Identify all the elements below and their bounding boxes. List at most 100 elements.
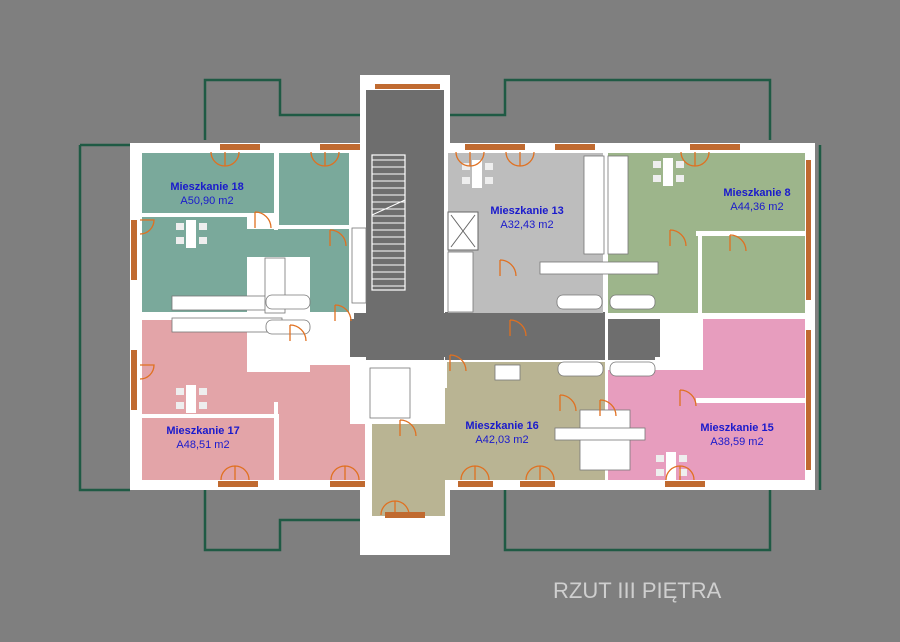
counter <box>447 251 474 313</box>
staircase <box>371 154 406 291</box>
apartment-area: A38,59 m2 <box>710 436 763 448</box>
door-swing <box>665 465 695 481</box>
apartment-label-17: Mieszkanie 17 A48,51 m2 <box>166 425 239 451</box>
chair <box>176 402 184 409</box>
windows <box>131 84 811 518</box>
door-swing <box>509 319 527 337</box>
stair-break-line <box>371 199 406 216</box>
bathtub <box>265 319 311 335</box>
bathtub <box>557 361 604 377</box>
apartment-area: A42,03 m2 <box>475 434 528 446</box>
window <box>320 144 360 150</box>
chair <box>199 237 207 244</box>
window <box>465 144 525 150</box>
apartment-label-13: Mieszkanie 13 A32,43 m2 <box>490 205 563 231</box>
door-swing <box>254 211 272 229</box>
bathtub <box>556 294 603 310</box>
window <box>806 160 811 300</box>
counter <box>554 427 646 441</box>
apartment-label-15: Mieszkanie 15 A38,59 m2 <box>700 422 773 448</box>
counter <box>583 155 605 255</box>
apartment-15 <box>608 318 805 480</box>
door-swing <box>460 465 490 481</box>
chair <box>679 469 687 476</box>
door-swing <box>449 354 467 372</box>
counter <box>351 227 367 304</box>
door-swing <box>525 465 555 481</box>
drawing-title: RZUT III PIĘTRA <box>553 578 722 603</box>
apartment-label-16: Mieszkanie 16 A42,03 m2 <box>465 420 538 446</box>
door-swing <box>220 465 250 481</box>
chair <box>462 163 470 170</box>
door-swing <box>399 419 417 437</box>
apartment-area: A32,43 m2 <box>500 219 553 231</box>
dining-table <box>663 158 673 186</box>
window <box>385 512 425 518</box>
door-swing <box>329 229 347 247</box>
window <box>806 330 811 470</box>
chair <box>676 161 684 168</box>
dining-table <box>472 160 482 188</box>
window <box>220 144 260 150</box>
door-swing <box>334 304 352 322</box>
door-swing <box>729 234 747 252</box>
bathtub <box>265 294 311 310</box>
apartment-name: Mieszkanie 8 <box>723 187 790 199</box>
chair <box>199 223 207 230</box>
window <box>690 144 740 150</box>
chair <box>485 163 493 170</box>
door-swing <box>330 465 360 481</box>
window <box>555 144 595 150</box>
door-swing <box>139 219 155 235</box>
chair <box>199 402 207 409</box>
door-swing <box>505 151 535 167</box>
apartment-18 <box>142 153 349 313</box>
window <box>375 84 440 89</box>
apartment-name: Mieszkanie 16 <box>465 420 538 432</box>
window <box>520 481 555 487</box>
door-swing <box>139 364 155 380</box>
apartment-label-8: Mieszkanie 8 A44,36 m2 <box>723 187 790 213</box>
door-swing <box>680 151 710 167</box>
apartment-name: Mieszkanie 13 <box>490 205 563 217</box>
door-swing <box>599 399 617 417</box>
chair <box>656 469 664 476</box>
dining-table <box>666 452 676 480</box>
chair <box>679 455 687 462</box>
chair <box>676 175 684 182</box>
chair <box>462 177 470 184</box>
counter <box>494 364 521 381</box>
chair <box>176 388 184 395</box>
chair <box>176 237 184 244</box>
dining-table <box>186 385 196 413</box>
counter <box>539 261 659 275</box>
bathtub <box>609 361 656 377</box>
door-swing <box>289 324 307 342</box>
counter <box>607 155 629 255</box>
chair <box>199 388 207 395</box>
chair <box>485 177 493 184</box>
door-swing <box>669 229 687 247</box>
apartment-area: A50,90 m2 <box>180 195 233 207</box>
apartment-name: Mieszkanie 17 <box>166 425 239 437</box>
door-swing <box>310 151 340 167</box>
door-swing <box>455 151 485 167</box>
door-swing <box>679 389 697 407</box>
counter <box>171 317 283 333</box>
door-swing <box>559 394 577 412</box>
window <box>131 350 137 410</box>
window <box>458 481 493 487</box>
bathtub <box>609 294 656 310</box>
window <box>330 481 365 487</box>
elevator-cross <box>450 214 476 248</box>
apartment-area: A48,51 m2 <box>176 439 229 451</box>
counter <box>369 367 411 419</box>
apartment-name: Mieszkanie 18 <box>170 181 243 193</box>
apartment-area: A44,36 m2 <box>730 201 783 213</box>
window <box>131 220 137 280</box>
chair <box>176 223 184 230</box>
window <box>218 481 258 487</box>
chair <box>656 455 664 462</box>
apartment-name: Mieszkanie 15 <box>700 422 773 434</box>
